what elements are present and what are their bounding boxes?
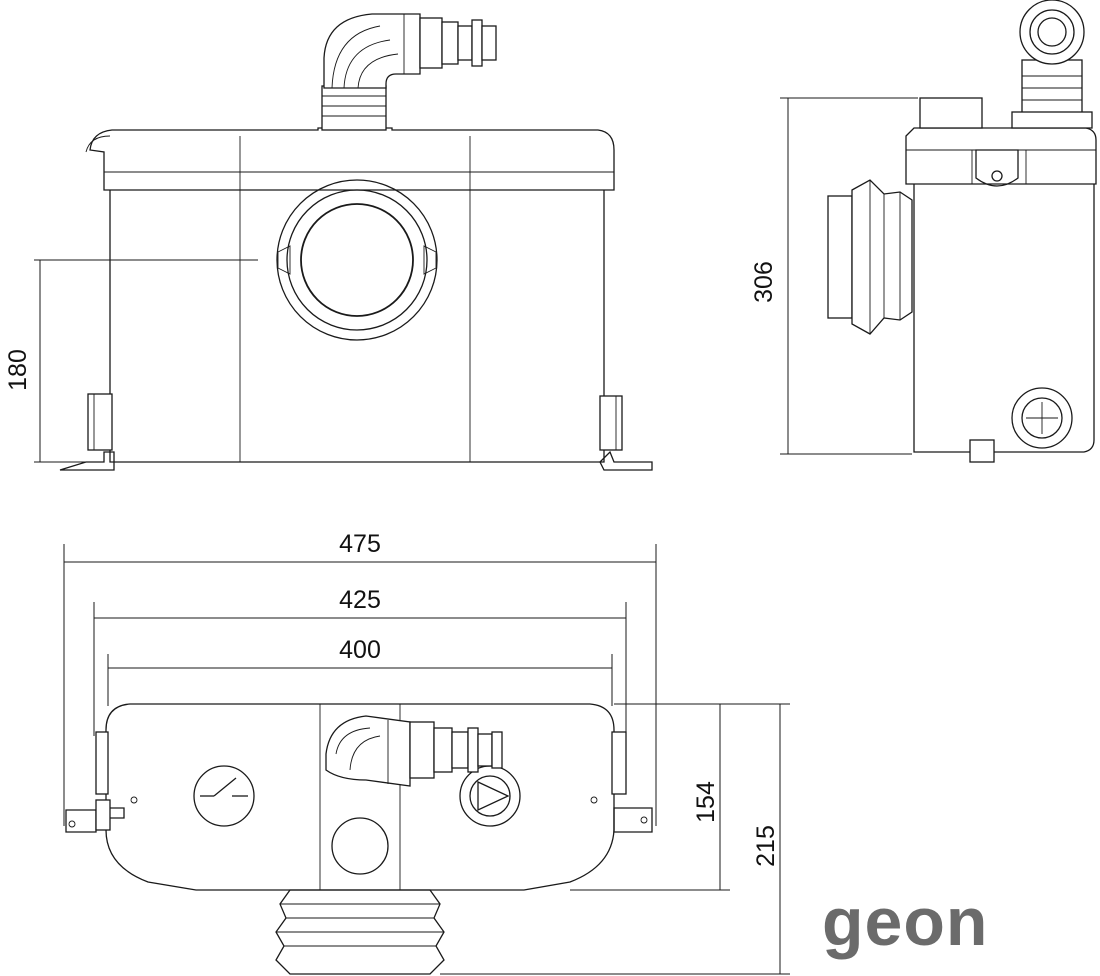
dimension-depth-154: 154 (570, 703, 790, 891)
dim-label-154: 154 (692, 781, 720, 823)
front-view (59, 13, 653, 471)
dimension-width-425: 425 (93, 586, 627, 736)
dimension-width-400: 400 (107, 636, 613, 706)
dim-label-215: 215 (752, 825, 780, 867)
dimension-side-height: 306 (750, 97, 918, 455)
dimension-front-height: 180 (4, 259, 258, 463)
brand-logo: geon (822, 884, 989, 960)
side-view (827, 0, 1097, 463)
dim-label-475: 475 (339, 530, 381, 558)
dimension-depth-215: 215 (440, 704, 790, 975)
dim-label-180: 180 (4, 349, 32, 391)
dim-label-425: 425 (339, 586, 381, 614)
dimension-width-475: 475 (63, 530, 657, 826)
top-view (65, 703, 653, 975)
dim-label-306: 306 (750, 261, 778, 303)
dim-label-400: 400 (339, 636, 381, 664)
